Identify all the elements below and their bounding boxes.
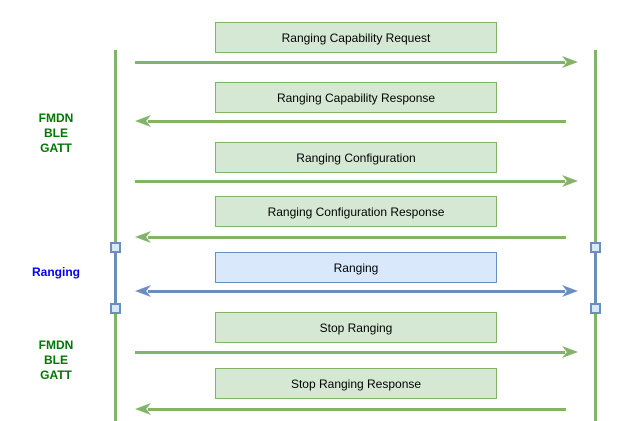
phase-label-line: FMDN bbox=[38, 338, 74, 352]
arrow-stop-ranging bbox=[135, 346, 578, 358]
lifeline-right bbox=[594, 50, 597, 421]
arrow-line bbox=[135, 61, 565, 64]
lifeline-right-ranging-segment bbox=[594, 247, 597, 308]
lifeline-left bbox=[114, 50, 117, 421]
phase-label-ranging: Ranging bbox=[18, 265, 94, 280]
activation-marker-left-start bbox=[110, 242, 121, 253]
phase-label-line: BLE bbox=[44, 353, 68, 367]
phase-label-line: FMDN bbox=[38, 111, 74, 125]
arrow-line bbox=[148, 408, 566, 411]
arrow-ranging-capability-response bbox=[135, 115, 578, 127]
message-box-ranging: Ranging bbox=[215, 252, 497, 283]
arrow-ranging-bidirectional bbox=[135, 285, 578, 297]
message-box-ranging-configuration: Ranging Configuration bbox=[215, 142, 497, 173]
phase-label-line: GATT bbox=[40, 141, 72, 155]
arrow-line bbox=[135, 351, 565, 354]
message-box-stop-ranging: Stop Ranging bbox=[215, 312, 497, 343]
arrow-ranging-configuration bbox=[135, 175, 578, 187]
message-box-ranging-configuration-response: Ranging Configuration Response bbox=[215, 196, 497, 227]
activation-marker-right-end bbox=[590, 303, 601, 314]
arrow-ranging-capability-request bbox=[135, 56, 578, 68]
phase-label-fmdn-ble-gatt-bottom: FMDN BLE GATT bbox=[18, 338, 94, 383]
arrow-line bbox=[148, 290, 565, 293]
phase-label-fmdn-ble-gatt-top: FMDN BLE GATT bbox=[18, 111, 94, 156]
message-box-ranging-capability-request: Ranging Capability Request bbox=[215, 22, 497, 53]
lifeline-left-ranging-segment bbox=[114, 247, 117, 308]
message-box-ranging-capability-response: Ranging Capability Response bbox=[215, 82, 497, 113]
phase-label-line: BLE bbox=[44, 126, 68, 140]
phase-label-line: GATT bbox=[40, 368, 72, 382]
message-box-stop-ranging-response: Stop Ranging Response bbox=[215, 368, 497, 399]
arrow-line bbox=[135, 180, 565, 183]
arrow-ranging-configuration-response bbox=[135, 231, 578, 243]
phase-label-line: Ranging bbox=[32, 265, 80, 279]
arrow-line bbox=[148, 120, 566, 123]
arrow-stop-ranging-response bbox=[135, 403, 578, 415]
activation-marker-left-end bbox=[110, 303, 121, 314]
arrow-line bbox=[148, 236, 566, 239]
activation-marker-right-start bbox=[590, 242, 601, 253]
